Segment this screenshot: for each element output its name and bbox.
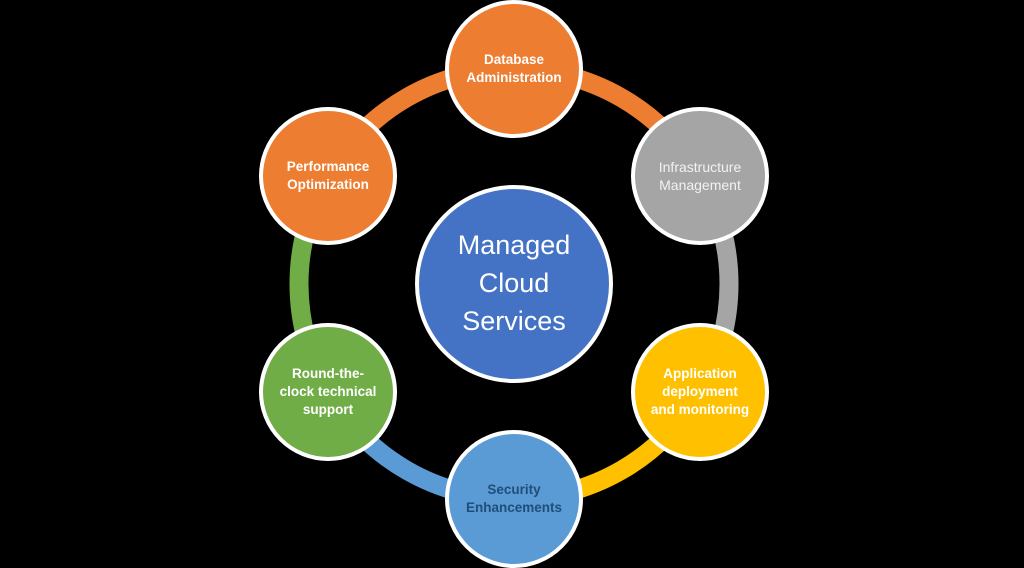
node-performance-optimization: Performance Optimization — [259, 107, 397, 245]
node-managed-cloud-services: Managed Cloud Services — [415, 185, 613, 383]
node-application-deployment-and-monitoring: Application deployment and monitoring — [631, 323, 769, 461]
node-database-administration: Database Administration — [445, 0, 583, 138]
node-infrastructure-management-label: Infrastructure Management — [658, 158, 742, 193]
node-security-enhancements: Security Enhancements — [445, 430, 583, 568]
node-infrastructure-management: Infrastructure Management — [631, 107, 769, 245]
node-application-deployment-and-monitoring-label: Application deployment and monitoring — [650, 366, 750, 417]
node-performance-optimization-label: Performance Optimization — [286, 159, 370, 192]
node-managed-cloud-services-label: Managed Cloud Services — [457, 230, 571, 336]
node-database-administration-label: Database Administration — [466, 52, 562, 85]
node-round-the-clock-technical-support-label: Round-the- clock technical support — [279, 366, 377, 417]
node-round-the-clock-technical-support: Round-the- clock technical support — [259, 323, 397, 461]
node-security-enhancements-label: Security Enhancements — [465, 482, 563, 515]
